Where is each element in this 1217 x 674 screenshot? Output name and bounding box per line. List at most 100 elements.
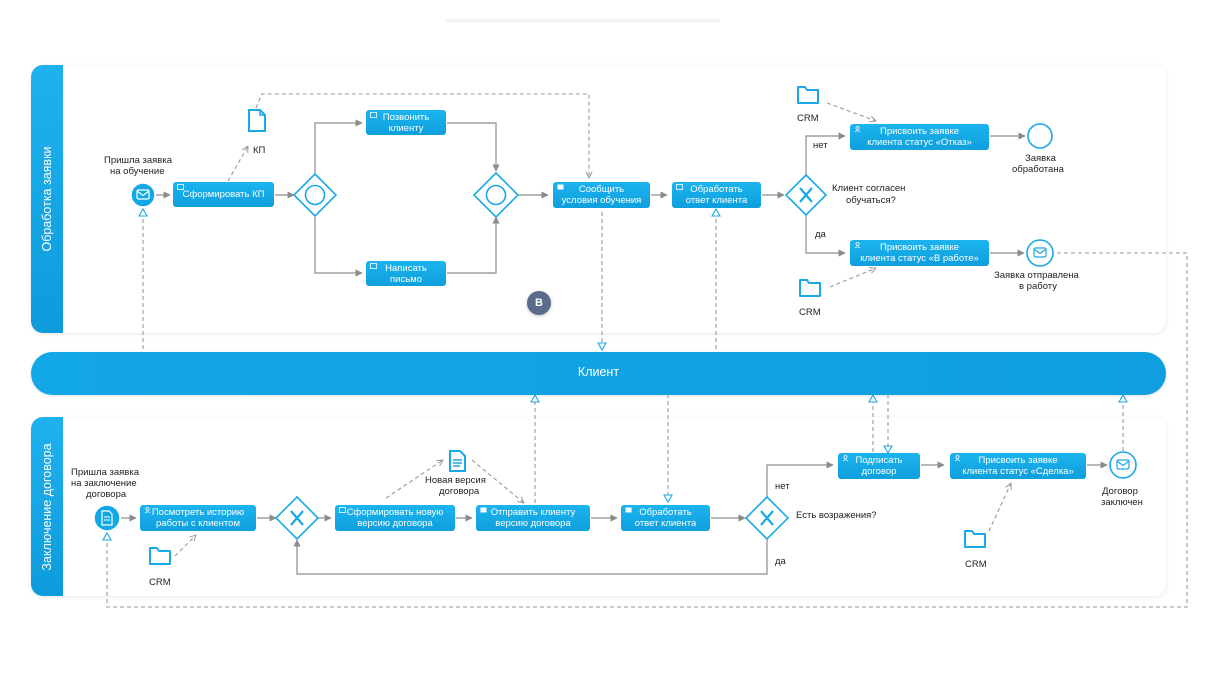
exclusive-gateway-agree[interactable] [784, 173, 828, 217]
start-event-label-line3: договора [86, 489, 127, 500]
task-process-response[interactable]: Обработать ответ клиента [621, 505, 710, 531]
task-label-line1: Присвоить заявке [879, 126, 959, 137]
start-event-label-line2: на заключение [71, 478, 137, 489]
task-label-line1: Отправить клиенту [490, 507, 576, 518]
start-event-contract[interactable] [93, 504, 121, 532]
end-event-label-line2: заключен [1101, 497, 1143, 508]
task-label-line2: договор [861, 466, 897, 477]
gateway-question: Есть возражения? [796, 510, 877, 521]
pool-title: Клиент [577, 365, 620, 379]
document-new-version-icon[interactable] [448, 449, 467, 473]
parallel-gateway-split[interactable] [292, 172, 338, 218]
task-label-line1: Посмотреть историю [151, 507, 245, 518]
task-label-line1: Обработать [639, 507, 692, 518]
crm-label: CRM [797, 113, 819, 124]
gateway-question-line1: Клиент согласен [832, 183, 906, 194]
end-event-processed[interactable] [1027, 123, 1053, 149]
task-inform-conditions[interactable]: Сообщить условия обучения [553, 182, 650, 208]
task-status-in-work[interactable]: Присвоить заявке клиента статус «В работ… [850, 240, 989, 266]
top-scroll-indicator [445, 19, 720, 23]
start-event-request[interactable] [130, 182, 156, 208]
start-event-label-line2: на обучение [110, 166, 165, 177]
gateway-question-line2: обучаться? [846, 195, 896, 206]
start-event-label-line1: Пришла заявка [71, 467, 139, 478]
task-label-line2: клиенту [388, 122, 424, 134]
crm-label: CRM [965, 559, 987, 570]
pool-client[interactable]: Клиент [31, 352, 1166, 395]
task-label-line2: работы с клиентом [156, 518, 240, 529]
task-label-line1: Написать [385, 262, 427, 274]
flow-label-yes: да [815, 229, 826, 240]
document-kp-icon[interactable] [247, 108, 267, 133]
user-icon [954, 455, 961, 461]
parallel-gateway-join[interactable] [472, 171, 520, 219]
task-label-line2: ответ клиента [634, 518, 697, 529]
crm-folder-icon[interactable] [148, 544, 172, 566]
task-write-letter[interactable]: Написать письмо [366, 261, 446, 286]
task-label-line2: письмо [390, 273, 422, 285]
task-view-history[interactable]: Посмотреть историю работы с клиентом [140, 505, 256, 531]
end-event-sent-label-line1: Заявка отправлена [994, 270, 1079, 281]
start-event-label-line1: Пришла заявка [104, 155, 172, 166]
end-event-processed-label-line2: обработана [1012, 164, 1064, 175]
task-process-response[interactable]: Обработать ответ клиента [672, 182, 761, 208]
task-label-line2: ответ клиента [685, 195, 748, 206]
task-label-line1: Сформировать новую [346, 507, 444, 518]
send-message-icon [625, 507, 632, 513]
end-event-contract-signed[interactable] [1109, 451, 1137, 479]
phone-icon [370, 112, 377, 118]
task-sign-contract[interactable]: Подписать договор [838, 453, 920, 479]
send-message-icon [480, 507, 487, 513]
receive-message-icon [676, 184, 683, 190]
end-event-label-line1: Договор [1102, 486, 1138, 497]
crm-folder-icon[interactable] [798, 276, 822, 298]
crm-folder-icon[interactable] [796, 83, 820, 105]
lane-header[interactable]: Заключение договора [31, 417, 63, 596]
task-label-line2: клиента статус «Отказ» [867, 137, 972, 148]
document-kp-label: КП [253, 145, 266, 156]
task-label-line1: Присвоить заявке [879, 242, 959, 253]
crm-folder-icon[interactable] [963, 527, 987, 549]
exclusive-gateway-objections[interactable] [744, 495, 790, 541]
crm-label: CRM [799, 307, 821, 318]
service-icon [177, 184, 184, 190]
task-status-reject[interactable]: Присвоить заявке клиента статус «Отказ» [850, 124, 989, 150]
task-label-line1: Обработать [690, 184, 743, 195]
task-label-line1: Сообщить [578, 184, 625, 195]
task-label: Сформировать КП [182, 189, 265, 200]
lane-header[interactable]: Обработка заявки [31, 65, 63, 333]
task-label-line2: версию договора [495, 518, 571, 529]
task-label-line1: Присвоить заявке [978, 455, 1058, 466]
end-event-sent-label-line2: в работу [1019, 281, 1057, 292]
end-event-sent[interactable] [1026, 239, 1054, 267]
flow-label-no: нет [775, 481, 790, 492]
task-create-kp[interactable]: Сформировать КП [173, 182, 274, 207]
flow-label-no: нет [813, 140, 828, 151]
end-event-processed-label-line1: Заявка [1025, 153, 1056, 164]
task-label-line1: Позвонить [382, 111, 430, 123]
exclusive-gateway-merge[interactable] [274, 495, 320, 541]
task-call-client[interactable]: Позвонить клиенту [366, 110, 446, 135]
letter-icon [370, 263, 377, 269]
document-new-version-label-line2: договора [439, 486, 480, 497]
task-label-line2: версию договора [357, 518, 433, 529]
user-icon [842, 455, 849, 461]
task-status-deal[interactable]: Присвоить заявке клиента статус «Сделка» [950, 453, 1086, 479]
task-label-line2: клиента статус «Сделка» [962, 466, 1074, 477]
avatar[interactable]: B [527, 291, 551, 315]
user-icon [854, 242, 861, 248]
task-label-line2: условия обучения [561, 195, 642, 206]
service-icon [339, 507, 346, 513]
task-label-line1: Подписать [855, 455, 903, 466]
send-message-icon [557, 184, 564, 190]
user-icon [144, 507, 151, 513]
document-new-version-label-line1: Новая версия [425, 475, 486, 486]
task-new-contract-version[interactable]: Сформировать новую версию договора [335, 505, 455, 531]
user-icon [854, 126, 861, 132]
task-send-contract[interactable]: Отправить клиенту версию договора [476, 505, 590, 531]
flow-label-yes: да [775, 556, 786, 567]
crm-label: CRM [149, 577, 171, 588]
task-label-line2: клиента статус «В работе» [860, 253, 979, 264]
